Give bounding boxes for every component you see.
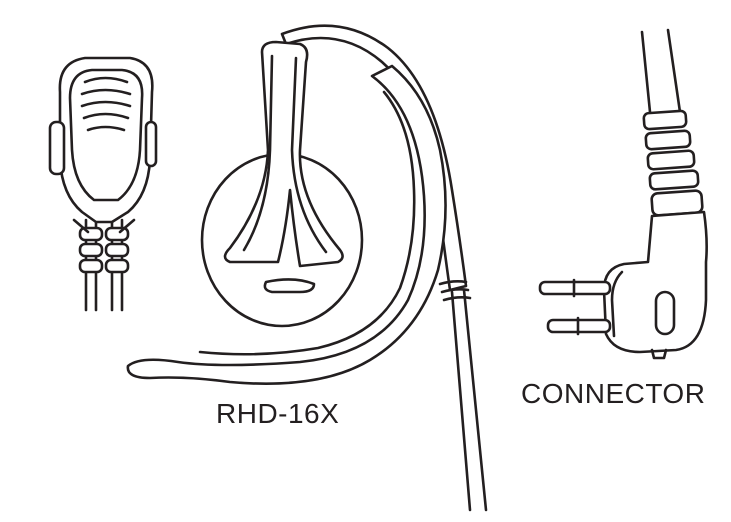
ptt-side-button [48, 120, 66, 176]
model-label: RHD-16X [216, 398, 340, 429]
connector-label: CONNECTOR [521, 378, 706, 409]
connector-oval [654, 290, 676, 336]
connector-strain-relief [642, 109, 704, 217]
ptt-grille [80, 76, 132, 132]
earpiece-cable [450, 290, 472, 512]
ptt-microphone [48, 56, 158, 312]
earpiece-grip [263, 278, 316, 294]
ptt-cables [72, 218, 136, 312]
connector-body [602, 210, 708, 354]
connector-plug [538, 28, 708, 360]
earpiece-stem [223, 40, 344, 268]
earpiece-rhd16x [126, 24, 488, 512]
ear-hook [280, 24, 468, 292]
connector-pins [538, 278, 612, 336]
